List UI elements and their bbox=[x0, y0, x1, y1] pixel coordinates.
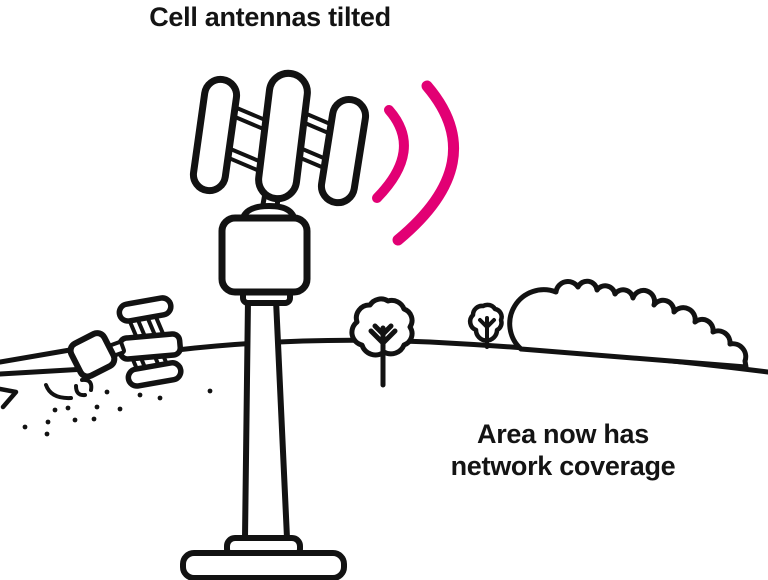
cell-tower-icon bbox=[180, 69, 370, 580]
tractor-wheel-bottom bbox=[125, 360, 184, 389]
coverage-caption: Area now has network coverage bbox=[420, 418, 706, 482]
tower-mast bbox=[242, 297, 290, 541]
tree-trunk bbox=[368, 323, 398, 388]
coverage-caption-line2: network coverage bbox=[450, 451, 676, 481]
antenna-panel-left bbox=[189, 75, 241, 195]
coverage-caption-line1: Area now has bbox=[477, 419, 649, 449]
tractor-cab bbox=[67, 330, 118, 380]
tractor-wheel-top bbox=[116, 295, 174, 324]
title: Cell antennas tilted bbox=[149, 2, 391, 32]
tractor-body bbox=[117, 331, 184, 362]
sprayer-boom-arms bbox=[0, 347, 89, 377]
signal-wave-outer bbox=[392, 80, 460, 246]
tree-trunk bbox=[478, 316, 496, 349]
tree-icon-small bbox=[467, 302, 504, 349]
tree-icon-large bbox=[349, 296, 415, 388]
signal-wave-inner bbox=[372, 105, 409, 203]
tower-base-plate bbox=[180, 550, 347, 580]
tower-head-cabinet bbox=[218, 214, 311, 296]
sprayer-corner-frame bbox=[0, 386, 19, 410]
tractor-top-view-icon bbox=[0, 295, 213, 437]
spray-dots bbox=[22, 388, 213, 437]
antenna-panel-right bbox=[317, 96, 370, 207]
spray-curves bbox=[44, 377, 94, 401]
tilted-antenna-panels-icon bbox=[189, 69, 370, 221]
antenna-panel-center bbox=[255, 69, 311, 203]
signal-waves-icon bbox=[372, 80, 460, 246]
bush-icon bbox=[507, 278, 749, 370]
